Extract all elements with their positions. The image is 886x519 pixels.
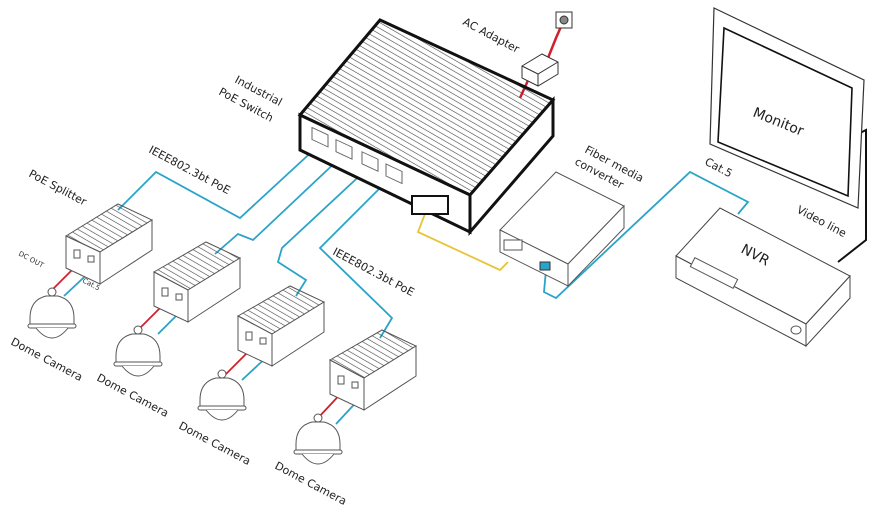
poe-cable-2 [214, 157, 341, 255]
dome-camera-2 [113, 325, 163, 377]
poe-splitter-4 [328, 329, 418, 411]
switch-sfp-port [411, 195, 449, 215]
industrial-poe-switch [297, 18, 556, 237]
converter-fiber-port [539, 261, 551, 271]
cat5-nvr-cable [543, 170, 750, 300]
dome-camera-3 [197, 369, 247, 421]
switch-port-1 [311, 126, 329, 148]
nvr [675, 207, 851, 348]
converter-rj45-port [503, 239, 523, 251]
poe-splitters [64, 203, 418, 411]
nvr-side [805, 274, 851, 348]
fiber-media-converter [499, 171, 625, 288]
nvr-button [790, 325, 802, 335]
video-line-label: Video line [795, 203, 849, 240]
monitor-screen [717, 26, 853, 198]
camera-label-1: Dome Camera [9, 335, 85, 384]
poe-cable-3 [276, 167, 369, 297]
poe-splitter-1 [64, 203, 154, 285]
poe-cable-1 [117, 145, 319, 220]
poe-label-top: IEEE802.3bt PoE [147, 143, 233, 197]
ac-adapter [521, 11, 573, 87]
converter-side [567, 204, 625, 288]
switch-port-3 [361, 151, 379, 172]
poe-cable-4 [318, 175, 394, 339]
dome-cameras [27, 287, 343, 465]
splitter-label: PoE Splitter [27, 167, 90, 208]
dome-camera-4 [293, 413, 343, 465]
outlet-plug-icon [559, 15, 569, 25]
adapter-label: AC Adapter [461, 15, 522, 56]
dc-out-label: DC OUT [17, 250, 46, 270]
camera-label-2: Dome Camera [95, 371, 171, 420]
poe-splitter-3 [236, 285, 326, 367]
poe-splitter-2 [152, 241, 242, 323]
cat5-nvr-label: Cat.5 [703, 155, 735, 180]
camera-label-4: Dome Camera [273, 459, 349, 508]
dome-camera-1 [27, 287, 77, 339]
fiber-cable [416, 205, 509, 272]
nvr-drive-bay [689, 256, 739, 290]
poe-label-bottom: IEEE802.3bt PoE [331, 245, 417, 299]
switch-port-2 [335, 138, 353, 160]
monitor [709, 7, 865, 209]
switch-side [468, 96, 555, 237]
camera-label-3: Dome Camera [177, 419, 253, 468]
adapter-box [521, 53, 559, 87]
switch-port-4 [385, 163, 403, 185]
